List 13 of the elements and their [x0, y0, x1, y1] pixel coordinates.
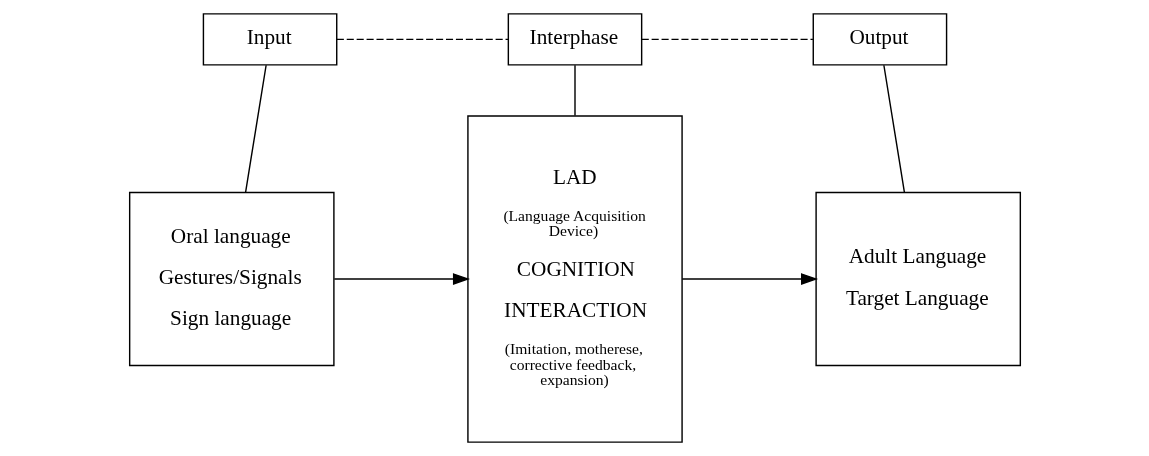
- connector: [640, 38, 814, 41]
- node-box: Interphase: [507, 13, 642, 66]
- connector: [335, 38, 509, 41]
- node-box: Output: [812, 13, 947, 66]
- connector: [573, 64, 576, 117]
- node-box: Oral language Gestures/Signals Sign language: [128, 191, 335, 367]
- arrow: [681, 273, 818, 286]
- connector: [882, 64, 905, 194]
- arrow: [333, 273, 470, 286]
- connector: [244, 64, 267, 194]
- node-box: Adult Language Target Language: [814, 191, 1021, 367]
- node-box: Input: [202, 13, 337, 66]
- node-box: LAD (Language Acquisition Device) COGNITION INTERACTION (Imitation, motherese, corrective feedback, expansion): [466, 115, 683, 443]
